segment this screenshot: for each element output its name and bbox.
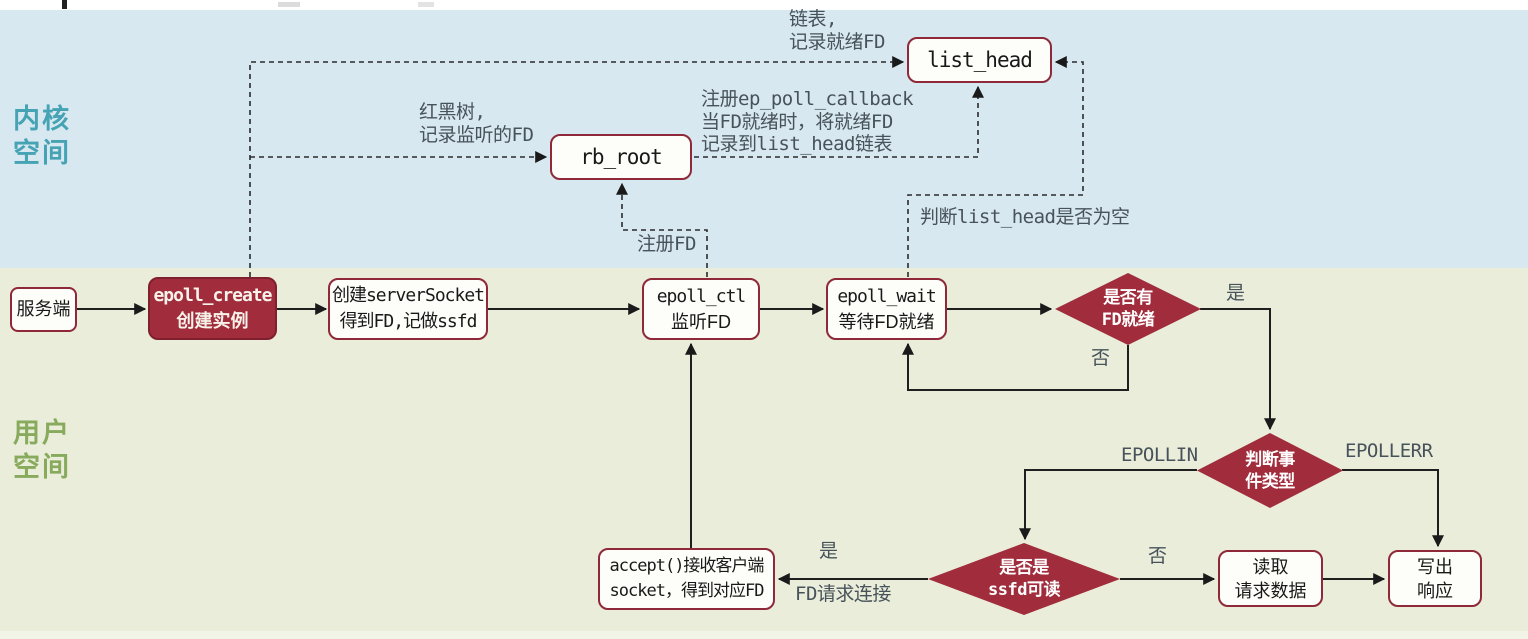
decision-ssfd-readable-line1: 是否是 xyxy=(999,558,1049,578)
node-create-socket-line1: 创建serverSocket xyxy=(331,285,485,306)
label-fd-ready-no: 否 xyxy=(1091,347,1110,369)
edge-fdready-no-epollwait xyxy=(902,342,1129,391)
edge-epollwait-listhead xyxy=(907,56,1084,277)
cropped-text-artifact xyxy=(62,0,67,9)
user-space-label: 用户 空间 xyxy=(13,418,71,482)
node-read-data-line1: 读取 xyxy=(1252,556,1289,577)
label-ssfd-no: 否 xyxy=(1148,545,1167,567)
node-create-socket-line2: 得到FD,记做ssfd xyxy=(339,311,478,332)
kernel-space-region xyxy=(0,10,1528,268)
edge-epollctl-rbroot xyxy=(616,182,708,277)
annotation-check-list-head: 判断list_head是否为空 xyxy=(920,206,1130,228)
node-create-socket: 创建serverSocket 得到FD,记做ssfd xyxy=(328,278,488,340)
label-epollin: EPOLLIN xyxy=(1121,444,1198,466)
node-rb-root-label: rb_root xyxy=(580,145,663,169)
node-write-response: 写出 响应 xyxy=(1388,550,1482,607)
node-write-response-line2: 响应 xyxy=(1417,580,1453,601)
decision-event-type-line2: 件类型 xyxy=(1245,471,1295,492)
node-rb-root: rb_root xyxy=(550,134,692,180)
node-write-response-line1: 写出 xyxy=(1417,556,1453,577)
node-epoll-wait-label: 等待FD就绪 xyxy=(838,311,935,332)
annotation-register-fd: 注册FD xyxy=(637,233,696,255)
node-accept-line2: socket，得到对应FD xyxy=(609,581,765,601)
node-epoll-wait: epoll_wait 等待FD就绪 xyxy=(826,278,947,340)
kernel-space-label: 内核 空间 xyxy=(13,104,71,168)
decision-event-type-line1: 判断事 xyxy=(1245,449,1295,470)
edge-eventtype-epollin-ssfd xyxy=(1019,469,1197,541)
node-epoll-ctl-label: 监听FD xyxy=(671,311,731,332)
node-server-label: 服务端 xyxy=(16,299,71,319)
edge-rbroot-listhead xyxy=(694,85,984,158)
edge-epollcreate-listhead xyxy=(249,56,905,277)
node-read-data-line2: 请求数据 xyxy=(1234,580,1307,601)
label-fd-connect: FD请求连接 xyxy=(795,583,891,605)
node-list-head: list_head xyxy=(907,37,1052,83)
node-server: 服务端 xyxy=(10,287,77,332)
label-fd-ready-yes: 是 xyxy=(1226,282,1245,304)
edge-fdready-yes-eventtype xyxy=(1200,308,1276,431)
node-accept: accept()接收客户端 socket，得到对应FD xyxy=(598,548,775,610)
decision-fd-ready-line2: FD就绪 xyxy=(1101,310,1155,330)
cropped-text-artifact xyxy=(418,2,434,7)
annotation-ep-poll-callback: 注册ep_poll_callback 当FD就绪时，将就绪FD 记录到list_… xyxy=(701,88,914,155)
bottom-strip xyxy=(0,631,1528,639)
cropped-text-artifact xyxy=(278,2,300,7)
node-epoll-create-label: 创建实例 xyxy=(176,311,249,331)
node-epoll-ctl-code: epoll_ctl xyxy=(656,285,747,307)
label-ssfd-yes: 是 xyxy=(819,540,838,562)
node-epoll-create: epoll_create 创建实例 xyxy=(148,277,277,340)
decision-fd-ready-line1: 是否有 xyxy=(1103,288,1153,308)
node-list-head-label: list_head xyxy=(927,48,1033,72)
node-epoll-ctl: epoll_ctl 监听FD xyxy=(642,278,760,340)
node-epoll-wait-code: epoll_wait xyxy=(837,285,936,307)
annotation-linked-list: 链表, 记录就绪FD xyxy=(789,8,885,53)
annotation-rbtree: 红黑树, 记录监听的FD xyxy=(419,101,534,146)
node-epoll-create-code: epoll_create xyxy=(153,285,272,306)
node-accept-line1: accept()接收客户端 xyxy=(609,556,765,576)
decision-ssfd-readable-line2: ssfd可读 xyxy=(988,580,1060,600)
edge-eventtype-epollerr-write xyxy=(1342,469,1444,548)
label-epollerr: EPOLLERR xyxy=(1345,440,1433,462)
node-read-data: 读取 请求数据 xyxy=(1218,550,1323,607)
